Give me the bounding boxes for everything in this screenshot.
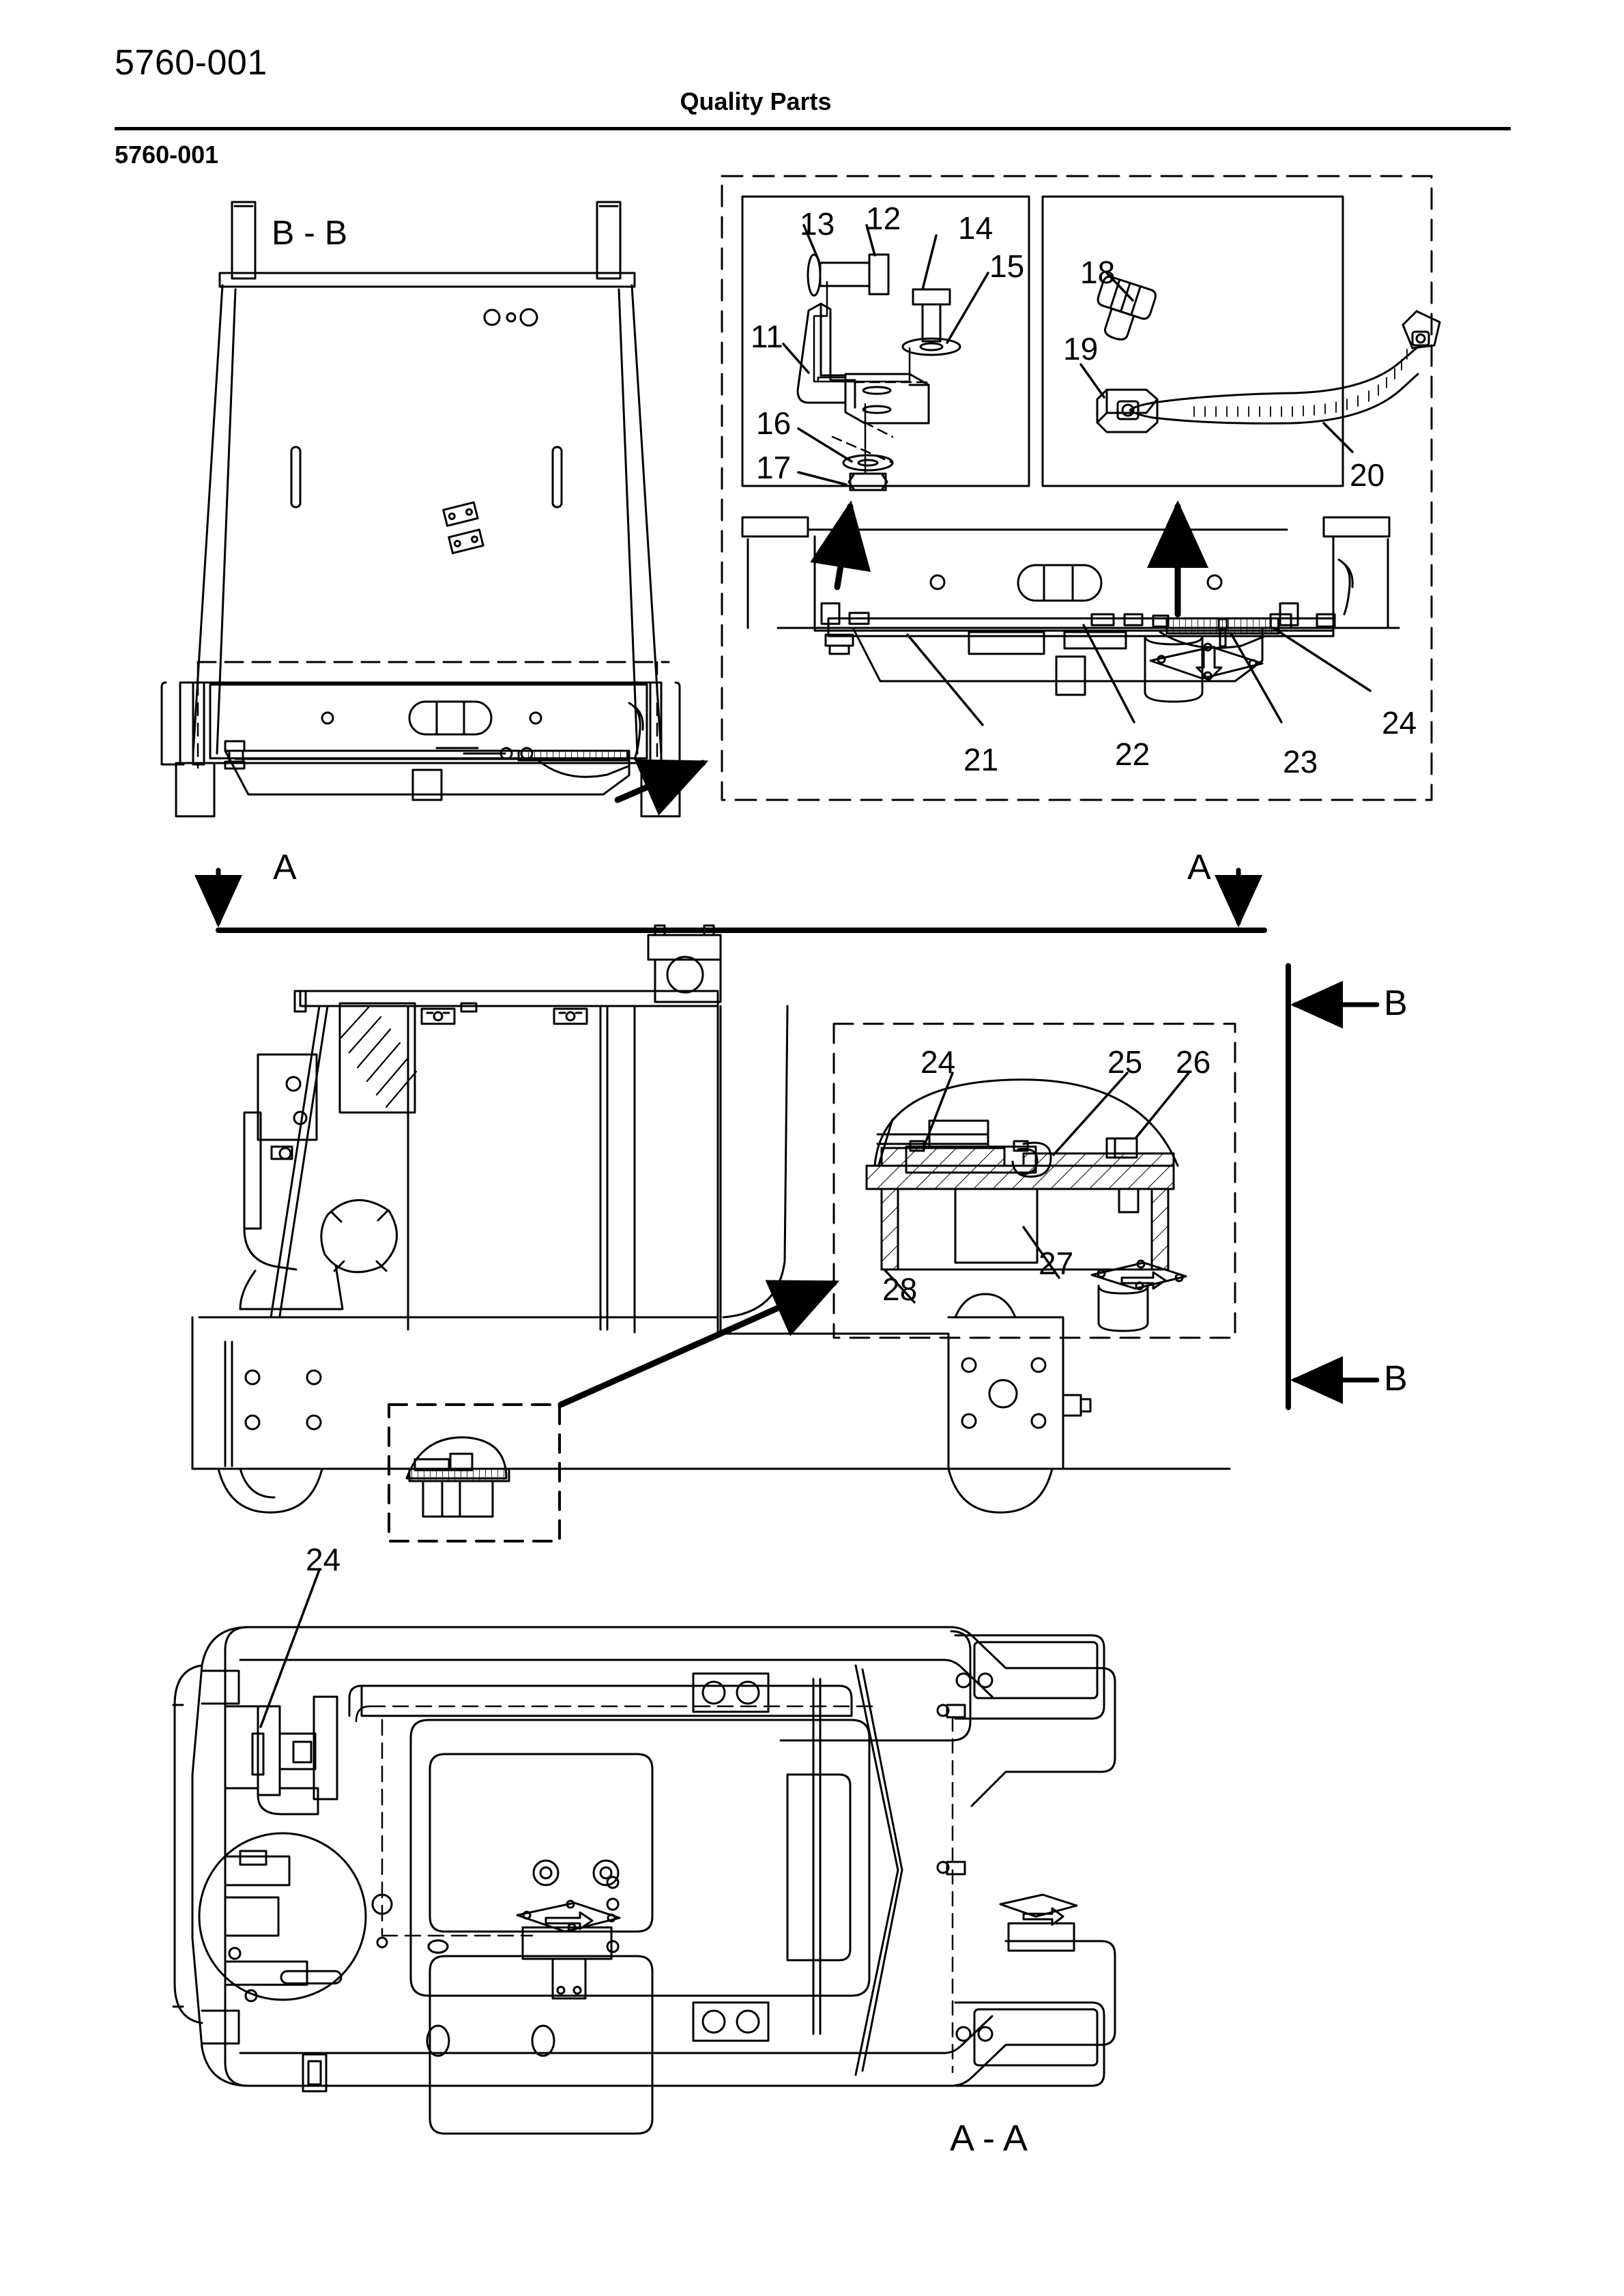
page-header-part-number: 5760-001: [115, 43, 267, 83]
callout-number: 20: [1350, 457, 1385, 493]
assembly-view-top: [741, 500, 1400, 726]
section-mark-b-bottom: B: [1384, 1359, 1408, 1398]
section-mark-b-top: B: [1384, 984, 1408, 1023]
view-section-bb: [160, 201, 709, 818]
detail-callout-box-top: [721, 175, 1433, 801]
callout-number: 13: [800, 206, 835, 242]
callout-number: 21: [963, 742, 999, 777]
view-label-section-aa: A - A: [950, 2118, 1028, 2159]
detail-panel-cable-tie: [1041, 195, 1441, 487]
callout-number: 28: [882, 1272, 918, 1307]
section-line-a: [194, 867, 1267, 933]
callout-number: 18: [1080, 255, 1116, 290]
section-mark-a-right: A: [1187, 848, 1211, 887]
view-side-elevation: [191, 924, 1231, 1542]
callout-number: 24: [920, 1044, 956, 1080]
header-divider: [115, 127, 1511, 130]
view-section-aa: [172, 1568, 1116, 2135]
callout-number: 26: [1176, 1044, 1211, 1080]
callout-number: 25: [1107, 1044, 1143, 1080]
page-title: Quality Parts: [680, 87, 832, 115]
callout-number: 27: [1039, 1246, 1074, 1281]
callout-number: 15: [989, 248, 1025, 284]
callout-number: 11: [751, 319, 783, 354]
callout-number: 16: [756, 405, 792, 441]
callout-number: 22: [1115, 736, 1150, 772]
figure-part-number: 5760-001: [115, 141, 219, 169]
section-line-b: [1286, 963, 1380, 1410]
callout-number: 12: [866, 201, 901, 236]
view-label-section-bb: B - B: [272, 214, 348, 252]
callout-number: 24: [1382, 705, 1417, 741]
section-mark-a-left: A: [273, 848, 297, 887]
callout-number: 19: [1063, 331, 1099, 367]
callout-number: 17: [756, 450, 792, 485]
callout-number: 24: [306, 1542, 341, 1577]
callout-number: 23: [1283, 744, 1318, 779]
callout-number: 14: [958, 210, 994, 246]
